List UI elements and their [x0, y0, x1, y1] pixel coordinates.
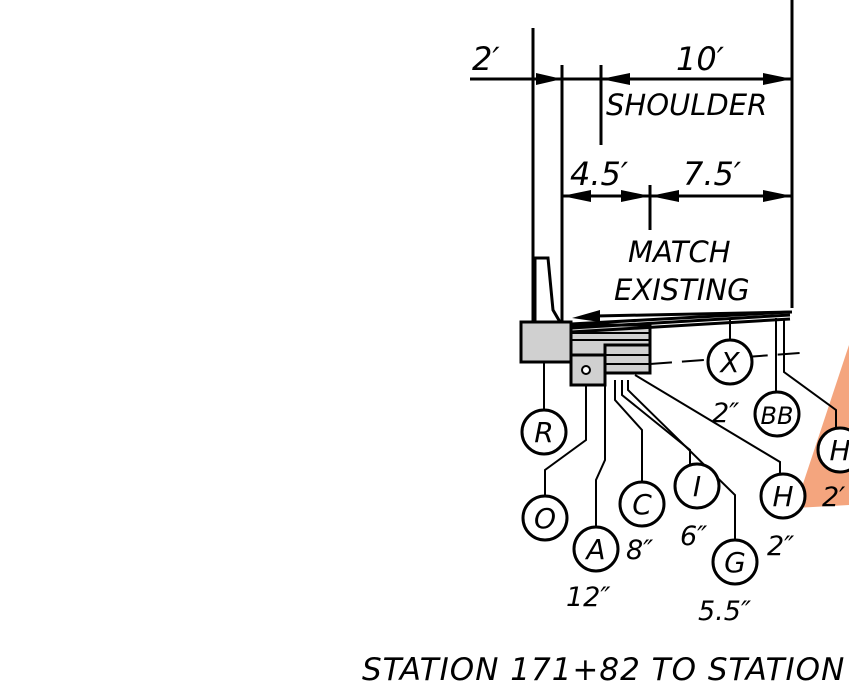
dimension-2ft-label: 2′ — [472, 40, 500, 78]
callout-X-label: X — [718, 346, 740, 379]
callout-BB-circle — [753, 390, 801, 438]
callout-H-partial-circle — [816, 426, 849, 474]
thickness-I: 6″ — [680, 521, 707, 552]
arrow-10ft-left — [601, 73, 630, 85]
callout-I-circle — [673, 462, 721, 510]
callout-C-circle — [618, 480, 666, 528]
note-match: MATCH — [628, 235, 731, 269]
leader-C — [614, 380, 643, 482]
callout-C-label: C — [632, 488, 652, 521]
thickness-G: 5.5″ — [698, 596, 751, 627]
arrow-45-right — [621, 190, 650, 202]
thickness-A: 12″ — [566, 582, 610, 613]
thickness-H-partial: 2′ — [822, 482, 845, 513]
arrow-2ft — [536, 73, 562, 85]
leader-O — [544, 385, 587, 495]
curb-base-block — [519, 320, 573, 364]
arrow-10ft-right — [763, 73, 792, 85]
shoulder-label: SHOULDER — [606, 88, 767, 122]
subbase-block — [569, 353, 607, 387]
callout-X-circle — [706, 338, 754, 386]
leader-H — [634, 374, 781, 475]
leader-I — [621, 380, 691, 465]
callout-O-label: O — [534, 502, 556, 535]
callout-R-circle — [520, 408, 568, 456]
shoulder-surface-bot — [570, 317, 791, 334]
callout-BB-label: BB — [761, 402, 794, 430]
callout-A-label: A — [584, 533, 605, 566]
leader-A — [595, 380, 606, 528]
thickness-BB: 2″ — [712, 398, 739, 429]
arrow-75-left — [650, 190, 679, 202]
arrow-45-left — [562, 190, 591, 202]
underdrain-symbol — [581, 365, 591, 375]
callout-R-label: R — [534, 416, 553, 449]
shoulder-surface-mid — [570, 313, 791, 330]
note-arrow — [572, 310, 600, 322]
dimension-4-5ft-label: 4.5′ — [570, 155, 629, 193]
curb-profile — [533, 256, 562, 323]
leader-H-partial — [783, 318, 837, 428]
note-existing: EXISTING — [614, 273, 750, 307]
callout-G-circle — [711, 538, 759, 586]
callout-H-partial-label: H — [829, 434, 849, 467]
dimension-7-5ft-label: 7.5′ — [683, 155, 742, 193]
callout-O-circle — [521, 494, 569, 542]
callout-A-circle — [572, 525, 620, 573]
arrow-75-right — [763, 190, 792, 202]
callout-H-label: H — [772, 480, 793, 513]
dimension-10ft-label: 10′ — [676, 40, 725, 78]
shoulder-surface-top — [570, 310, 791, 326]
callout-I-label: I — [693, 470, 701, 503]
thickness-C: 8″ — [626, 535, 653, 566]
thickness-H: 2″ — [767, 531, 794, 562]
layer-stack-block — [603, 343, 652, 375]
callout-G-label: G — [724, 546, 746, 579]
leader-G — [627, 380, 736, 540]
station-title: STATION 171+82 TO STATION — [362, 652, 845, 688]
callout-H-circle — [759, 472, 807, 520]
